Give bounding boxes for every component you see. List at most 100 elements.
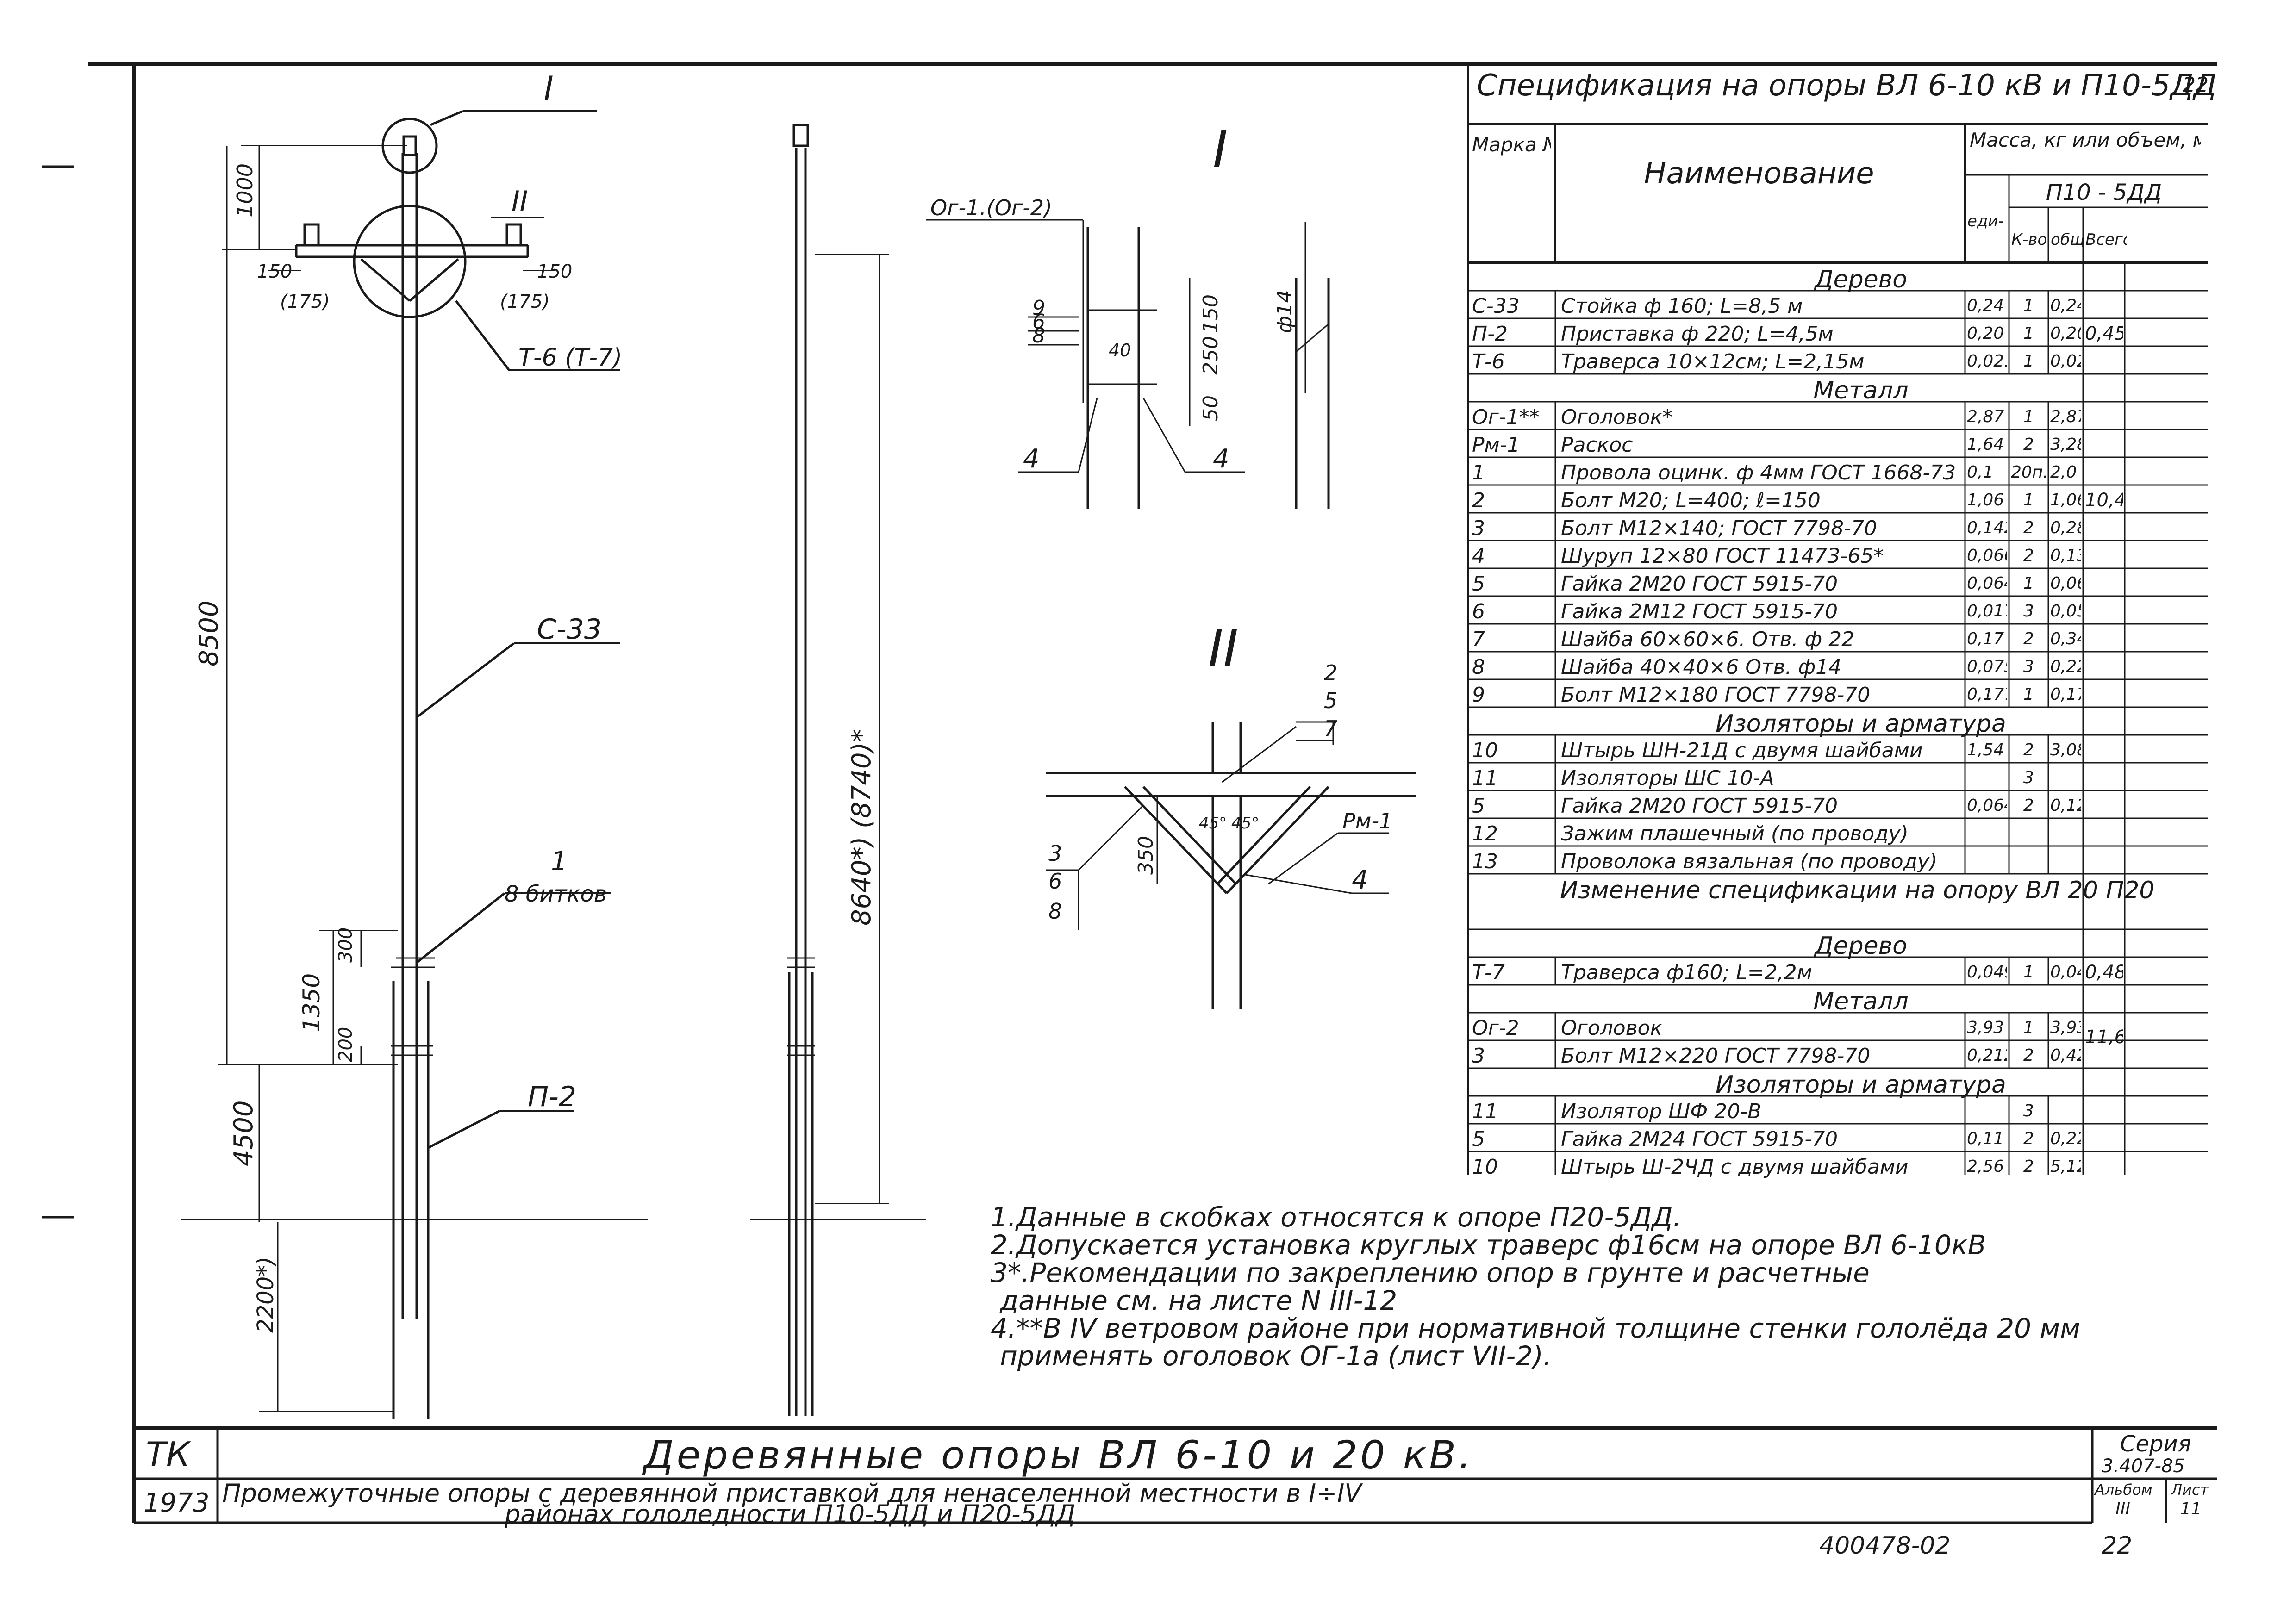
detail2-4: 4 xyxy=(1352,865,1368,895)
row-qty: 2 xyxy=(2023,546,2034,565)
row-unit: 0,064 xyxy=(1967,574,2007,593)
row-total: 0,22 xyxy=(2050,1129,2081,1148)
pole-front-view xyxy=(218,110,620,1419)
row-total: 0,20 xyxy=(2050,324,2081,343)
row-mark: 3 xyxy=(1472,516,1485,540)
row-name: Стойка ф 160; L=8,5 м xyxy=(1561,294,1803,318)
row-total: 1,06 xyxy=(2050,491,2081,510)
spec-title: Спецификация на опоры ВЛ 6-10 кВ и П10-5… xyxy=(1477,68,2217,103)
row-unit: 0,11 xyxy=(1967,1129,2004,1148)
row-name: Штырь ШН-21Д с двумя шайбами xyxy=(1561,739,1923,762)
label-P2: П-2 xyxy=(528,1081,576,1113)
row-name: Провола оцинк. ф 4мм ГОСТ 1668-73 xyxy=(1561,461,1956,485)
row-total: 2,87 xyxy=(2050,407,2081,426)
note-3: 3*.Рекомендации по закреплению опор в гр… xyxy=(991,1257,1870,1288)
row-qty: 2 xyxy=(2023,740,2034,759)
detail2-45b: 45° xyxy=(1231,814,1259,833)
row-name: Изоляторы ШС 10-А xyxy=(1561,766,1774,790)
detail-250: 250 xyxy=(1199,336,1223,375)
row-unit: 0,17 xyxy=(1967,629,2004,648)
titleblock-subtitle-2: районах гололедности П10-5ДД и П20-5ДД xyxy=(505,1500,1076,1529)
row-unit: 0,212 xyxy=(1967,1046,2007,1065)
row-mark: П-2 xyxy=(1472,322,1508,346)
row-name: Штырь Ш-2ЧД с двумя шайбами xyxy=(1561,1155,1909,1179)
row-mark: 11 xyxy=(1472,766,1498,790)
row-name: Болт М12×180 ГОСТ 7798-70 xyxy=(1561,683,1871,707)
label-T6: Т-6 (Т-7) xyxy=(518,344,622,372)
row-unit: 2,56 xyxy=(1967,1157,2004,1176)
titleblock-subtitle-1: Промежуточные опоры с деревянной пристав… xyxy=(222,1479,1362,1508)
dim-1000: 1000 xyxy=(232,163,257,218)
detail2-3: 3 xyxy=(1048,841,1062,866)
row-unit: 0,066 xyxy=(1967,546,2007,565)
titleblock-sheet: 11 xyxy=(2180,1500,2202,1518)
spec-page-corner: 22 xyxy=(2183,73,2209,97)
row-qty: 1 xyxy=(2023,1018,2034,1037)
row-total: 0,051 xyxy=(2050,602,2081,621)
dim-2200: 2200*) xyxy=(253,1257,279,1333)
callout-I: I xyxy=(544,69,554,107)
label-8-turns: 8 битков xyxy=(505,881,607,907)
dim-200: 200 xyxy=(335,1027,356,1062)
row-mark: 2 xyxy=(1472,489,1485,512)
titleblock-title: Деревянные опоры ВЛ 6-10 и 20 кВ. xyxy=(643,1432,1474,1478)
section-wood2: Дерево xyxy=(1814,932,1908,960)
row-qty: 2 xyxy=(2023,518,2034,537)
row-total: 0,021 xyxy=(2050,352,2081,371)
row-unit: 0,064 xyxy=(1967,796,2007,815)
row-unit: 0,017 xyxy=(1967,602,2007,621)
notes: 1.Данные в скобках относятся к опоре П20… xyxy=(991,1203,2217,1370)
row-qty: 2 xyxy=(2023,1046,2034,1065)
row-total: 0,424 xyxy=(2050,1046,2081,1065)
row-mark: Т-6 xyxy=(1472,350,1505,373)
titleblock-series: 3.407-85 xyxy=(2102,1456,2185,1477)
section-wood: Дерево xyxy=(1814,266,1908,293)
label-1: 1 xyxy=(551,846,568,877)
row-name: Изолятор ШФ 20-В xyxy=(1561,1100,1762,1123)
row-unit: 3,93 xyxy=(1967,1018,2004,1037)
row-qty: 1 xyxy=(2023,685,2034,704)
row-mark: С-33 xyxy=(1472,294,1520,318)
row-mark: 5 xyxy=(1472,794,1485,818)
row-total: 0,064 xyxy=(2050,574,2081,593)
detail-og-label: Ог-1.(Ог-2) xyxy=(930,195,1052,220)
detail2-2: 2 xyxy=(1324,660,1337,685)
row-mark: Т-7 xyxy=(1472,961,1505,984)
row-name: Оголовок xyxy=(1561,1016,1663,1040)
dim-1350: 1350 xyxy=(298,973,325,1032)
row-total: 0,24 xyxy=(2050,296,2081,315)
detail-4-right: 4 xyxy=(1213,444,1229,474)
row-qty: 2 xyxy=(2023,629,2034,648)
row-unit: 0,20 xyxy=(1967,324,2004,343)
head-total: общ xyxy=(2051,230,2083,249)
row-total: 0,34 xyxy=(2050,629,2081,648)
row-total: 0,128 xyxy=(2050,796,2081,815)
row-mark: Ог-2 xyxy=(1472,1016,1519,1040)
row-unit: 2,87 xyxy=(1967,407,2004,426)
row-qty: 20п.м xyxy=(2011,463,2046,482)
row-mark: 5 xyxy=(1472,572,1485,596)
row-name: Гайка 2М20 ГОСТ 5915-70 xyxy=(1561,572,1838,596)
detail-II xyxy=(1046,721,1416,1009)
row-name: Оголовок* xyxy=(1561,405,1673,429)
section-metal2: Металл xyxy=(1813,988,1909,1015)
total-metal: 10,48 xyxy=(2085,490,2123,511)
head-name: Наименование xyxy=(1644,156,1874,191)
row-unit: 0,177 xyxy=(1967,685,2007,704)
row-unit: 1,54 xyxy=(1967,740,2004,759)
detail2-6: 6 xyxy=(1048,869,1062,894)
dim-175-left: (175) xyxy=(280,291,330,312)
head-mark: Марка № поз. xyxy=(1472,133,1551,156)
row-qty: 2 xyxy=(2023,1129,2034,1148)
row-mark: 10 xyxy=(1472,1155,1498,1179)
row-unit: 0,021 xyxy=(1967,352,2007,371)
row-name: Гайка 2М12 ГОСТ 5915-70 xyxy=(1561,600,1838,623)
row-mark: 13 xyxy=(1472,850,1498,873)
dim-4500: 4500 xyxy=(229,1100,259,1166)
row-total: 3,28 xyxy=(2050,435,2081,454)
detail-phi14: ф14 xyxy=(1273,290,1297,333)
row-qty: 2 xyxy=(2023,435,2034,454)
row-qty: 3 xyxy=(2023,768,2034,787)
row-name: Зажим плашечный (по проводу) xyxy=(1561,822,1909,846)
